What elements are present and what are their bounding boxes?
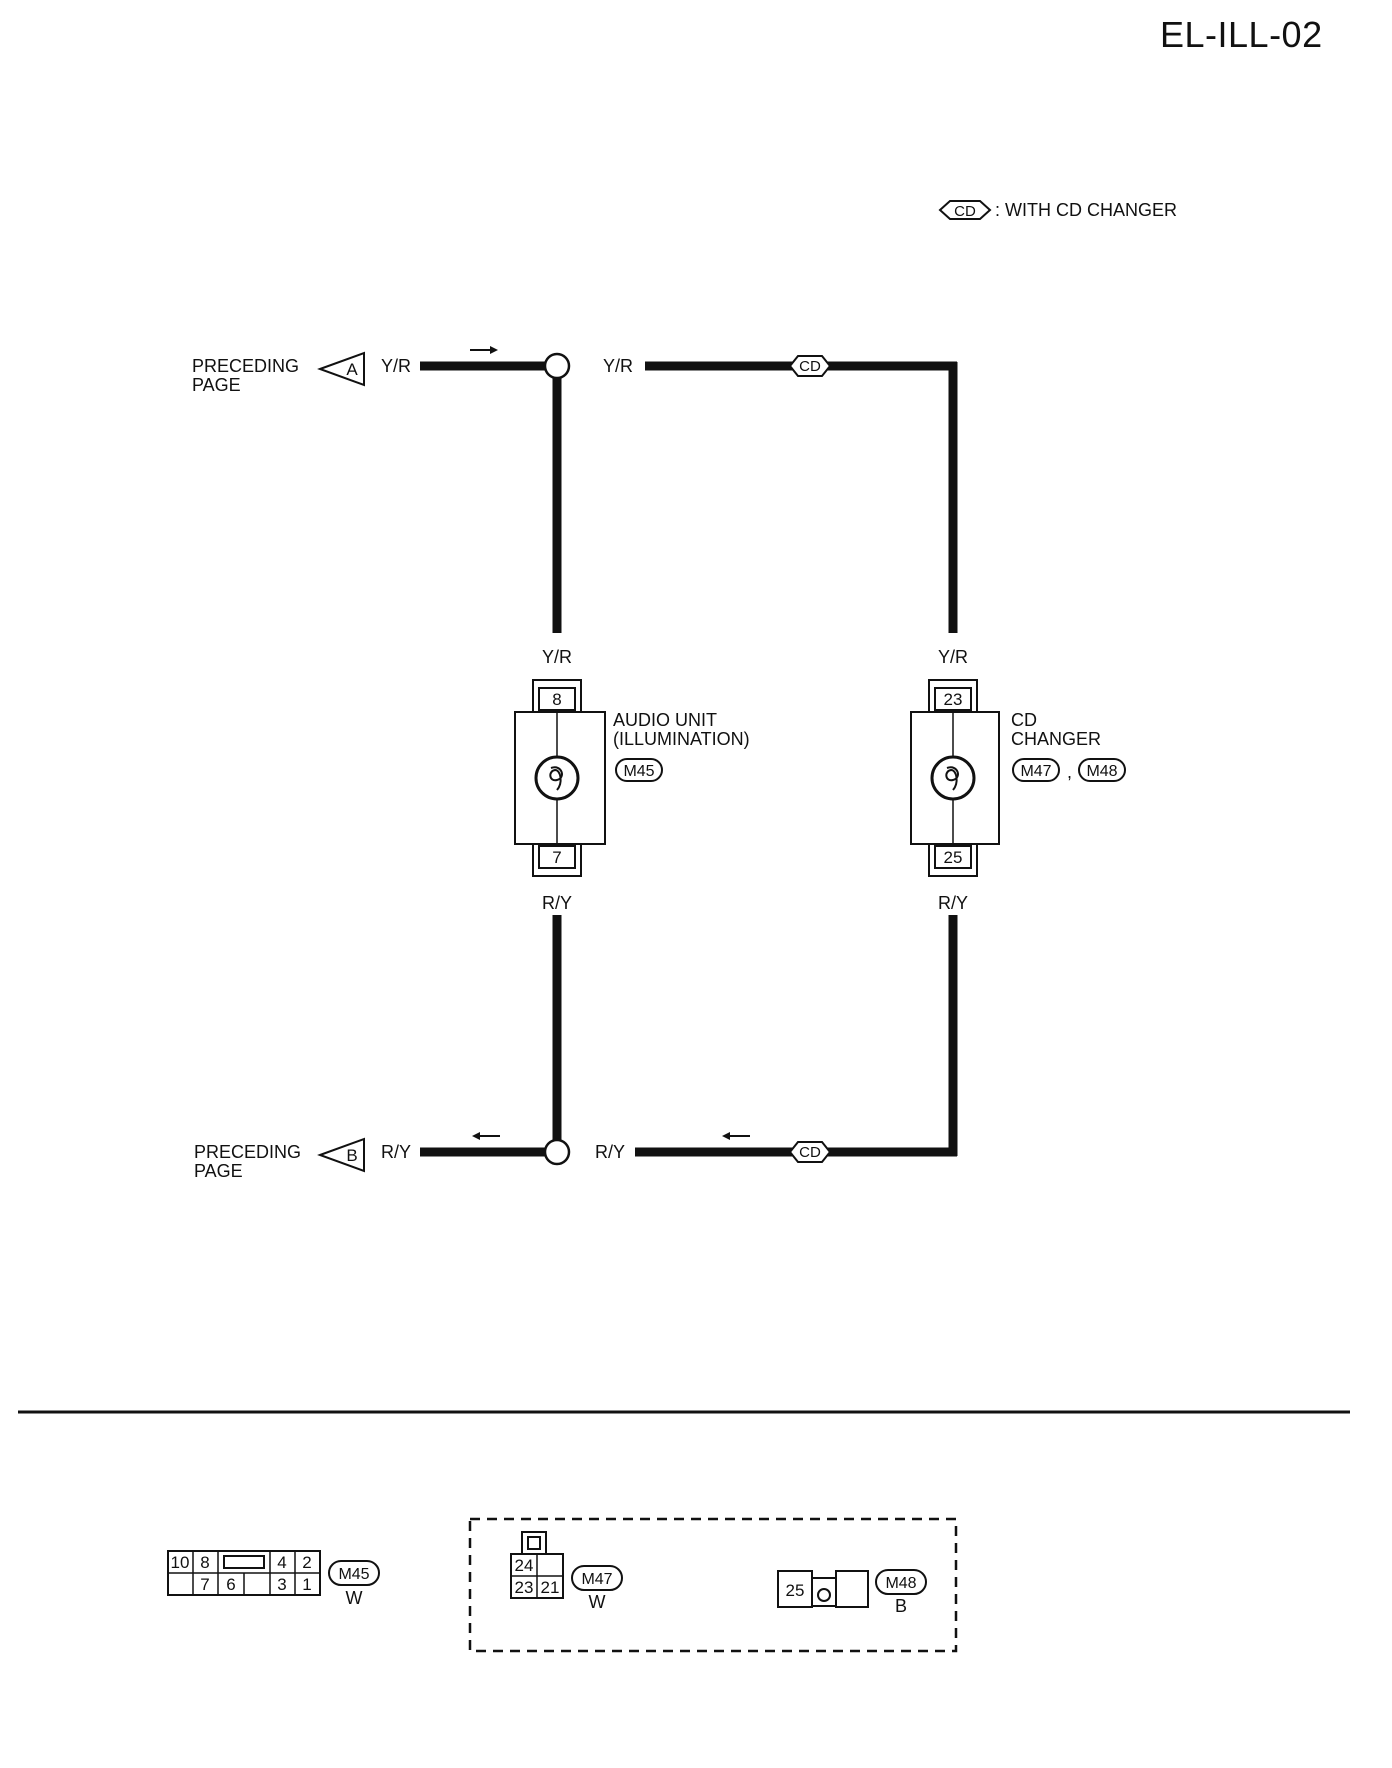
audio-unit: Y/R 8 7 R/Y AUDIO UNIT (ILLUMINATION) M4… <box>514 647 750 913</box>
svg-text:6: 6 <box>226 1575 235 1594</box>
svg-text:M47: M47 <box>581 1571 612 1588</box>
cd-changer: Y/R 23 25 R/Y CD CHANGER M47 , M48 <box>910 647 1126 913</box>
flow-arrow-bottom-right <box>722 1132 750 1140</box>
audio-wire-bottom-label: R/Y <box>542 893 572 913</box>
cd-tag-top: CD <box>788 355 832 377</box>
svg-text:W: W <box>589 1592 606 1612</box>
svg-text:B: B <box>895 1596 907 1616</box>
preceding-page-b: PRECEDING PAGE B R/Y <box>194 1137 411 1181</box>
svg-text:24: 24 <box>515 1556 534 1575</box>
audio-unit-subtitle: (ILLUMINATION) <box>613 729 750 749</box>
legend-text: : WITH CD CHANGER <box>995 200 1177 220</box>
cd-wire-top-label: Y/R <box>938 647 968 667</box>
preceding-a-line2: PAGE <box>192 375 241 395</box>
wire-paths <box>420 361 958 1157</box>
cd-pin-top: 23 <box>944 690 963 709</box>
preceding-b-line1: PRECEDING <box>194 1142 301 1162</box>
marker-a: A <box>346 360 358 379</box>
svg-text:23: 23 <box>515 1578 534 1597</box>
svg-text:25: 25 <box>786 1581 805 1600</box>
cd-connector-sep: , <box>1067 762 1072 782</box>
wire-label-bottom-mid: R/Y <box>595 1142 625 1162</box>
cd-connector-id-2: M48 <box>1086 763 1117 780</box>
wire-label-a: Y/R <box>381 356 411 376</box>
cd-wire-bottom-label: R/Y <box>938 893 968 913</box>
wire-label-b: R/Y <box>381 1142 411 1162</box>
preceding-b-line2: PAGE <box>194 1161 243 1181</box>
flow-arrow-bottom-left <box>472 1132 500 1140</box>
svg-text:M45: M45 <box>338 1566 369 1583</box>
svg-text:CD: CD <box>799 1144 821 1161</box>
preceding-a-line1: PRECEDING <box>192 356 299 376</box>
legend: CD : WITH CD CHANGER <box>938 200 1177 220</box>
cd-changer-title: CD <box>1011 710 1037 730</box>
page-id: EL-ILL-02 <box>1160 14 1323 55</box>
wire-label-top-mid: Y/R <box>603 356 633 376</box>
cd-pin-bottom: 25 <box>944 848 963 867</box>
audio-pin-bottom: 7 <box>552 848 561 867</box>
connector-view-m47: 24 23 21 M47 W <box>510 1531 623 1612</box>
svg-text:21: 21 <box>541 1578 560 1597</box>
svg-text:7: 7 <box>200 1575 209 1594</box>
svg-text:8: 8 <box>200 1553 209 1572</box>
audio-wire-top-label: Y/R <box>542 647 572 667</box>
cd-changer-subtitle: CHANGER <box>1011 729 1101 749</box>
svg-text:4: 4 <box>277 1553 286 1572</box>
cd-connector-id-1: M47 <box>1020 763 1051 780</box>
connector-view-m48: 25 M48 B <box>777 1569 927 1616</box>
svg-text:3: 3 <box>277 1575 286 1594</box>
legend-symbol: CD <box>954 203 976 220</box>
audio-connector-id: M45 <box>623 763 654 780</box>
svg-text:1: 1 <box>302 1575 311 1594</box>
marker-b: B <box>346 1146 357 1165</box>
splice-top <box>543 352 571 380</box>
svg-text:W: W <box>346 1588 363 1608</box>
flow-arrow-top <box>470 346 498 354</box>
splice-bottom <box>543 1138 571 1166</box>
cd-tag-bottom: CD <box>788 1141 832 1163</box>
svg-text:M48: M48 <box>885 1575 916 1592</box>
connector-view-m45: 10 8 4 2 7 6 3 1 M45 W <box>167 1550 380 1608</box>
svg-text:10: 10 <box>171 1553 190 1572</box>
svg-text:2: 2 <box>302 1553 311 1572</box>
cd-changer-connectors-frame <box>468 1517 958 1653</box>
svg-text:CD: CD <box>799 358 821 375</box>
audio-unit-title: AUDIO UNIT <box>613 710 717 730</box>
preceding-page-a: PRECEDING PAGE A Y/R <box>192 351 411 395</box>
audio-pin-top: 8 <box>552 690 561 709</box>
